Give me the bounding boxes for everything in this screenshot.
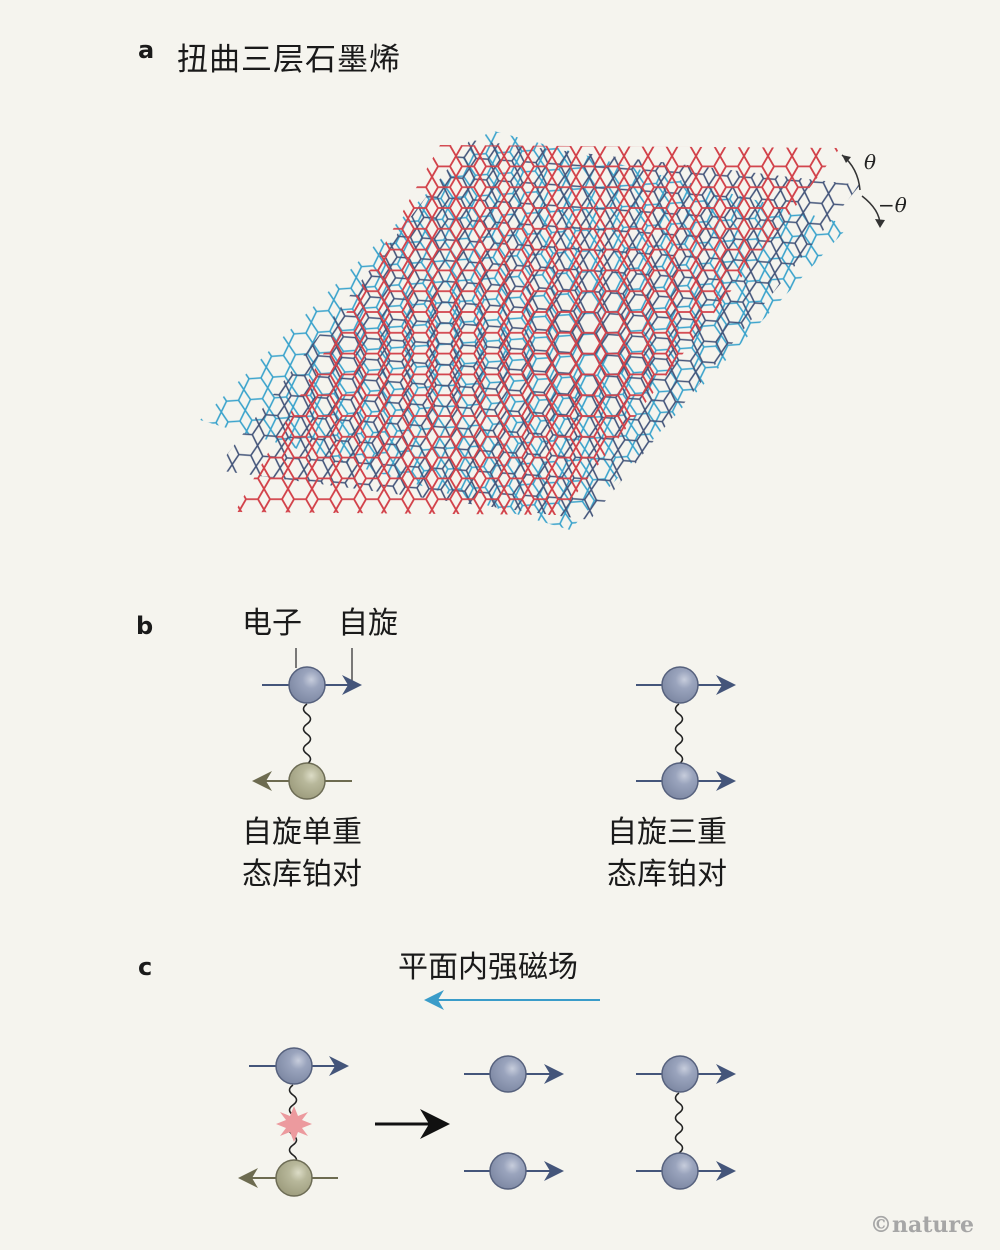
- break-star-icon: [276, 1106, 312, 1142]
- panel-b-letter: b: [136, 612, 154, 640]
- unpaired-electrons: [464, 1055, 564, 1190]
- minus-theta-label: −θ: [878, 193, 907, 217]
- field-label: 平面内强磁场: [398, 950, 578, 985]
- panel-a-title: 扭曲三层石墨烯: [177, 42, 401, 78]
- top-layer-red: [235, 145, 840, 515]
- panel-c-letter: c: [138, 953, 153, 981]
- triplet-label-line2: 态库铂对: [607, 857, 727, 892]
- triplet-pair-c: [636, 1055, 736, 1190]
- panel-a-letter: a: [138, 36, 155, 64]
- singlet-label-line1: 自旋单重: [242, 815, 362, 850]
- spin-label: 自旋: [338, 606, 398, 641]
- triplet-label-line1: 自旋三重: [607, 815, 727, 850]
- triplet-pair: [636, 666, 736, 800]
- theta-label: θ: [864, 150, 877, 174]
- twisted-trilayer-graphene-lattice: [200, 130, 885, 530]
- electron-label: 电子: [242, 606, 302, 641]
- broken-singlet-pair: [238, 1047, 349, 1197]
- singlet-label-line2: 态库铂对: [242, 857, 362, 892]
- singlet-pair: [252, 648, 362, 800]
- nature-credit: ©nature: [870, 1212, 974, 1238]
